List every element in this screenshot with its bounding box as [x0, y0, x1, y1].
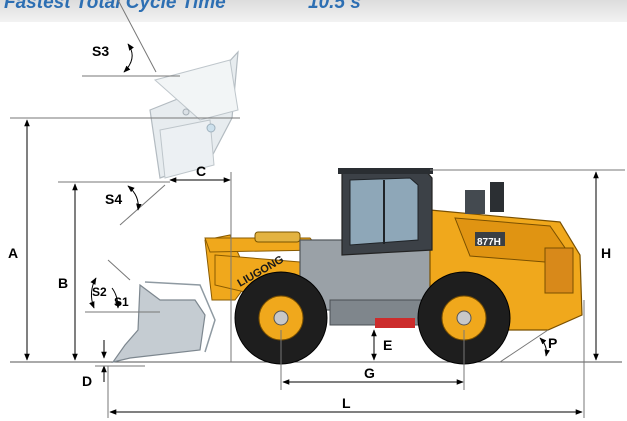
front-tire: [234, 271, 328, 365]
dim-label-G: G: [364, 365, 375, 381]
header-value: 10.5 s: [308, 0, 361, 13]
dim-label-C: C: [196, 163, 206, 179]
model-badge: 877H: [477, 237, 501, 248]
dim-label-E: E: [383, 337, 392, 353]
lowered-bucket: [111, 234, 251, 363]
dim-label-P: P: [548, 335, 557, 351]
dim-label-S4: S4: [105, 191, 122, 207]
dim-label-S3: S3: [92, 43, 109, 59]
dim-label-A: A: [8, 245, 18, 261]
dim-label-S2: S2: [92, 285, 107, 299]
header-title: Fastest Total Cycle Time: [4, 0, 226, 13]
dim-label-H: H: [601, 245, 611, 261]
header-banner: Fastest Total Cycle Time 10.5 s: [0, 0, 627, 22]
dim-label-D: D: [82, 373, 92, 389]
dim-label-B: B: [58, 275, 68, 291]
dim-label-S1: S1: [114, 295, 129, 309]
raised-bucket-ghost: [149, 50, 239, 179]
operator-cab: [338, 168, 433, 256]
dimension-lines: [10, 0, 625, 418]
dim-label-L: L: [342, 395, 351, 411]
